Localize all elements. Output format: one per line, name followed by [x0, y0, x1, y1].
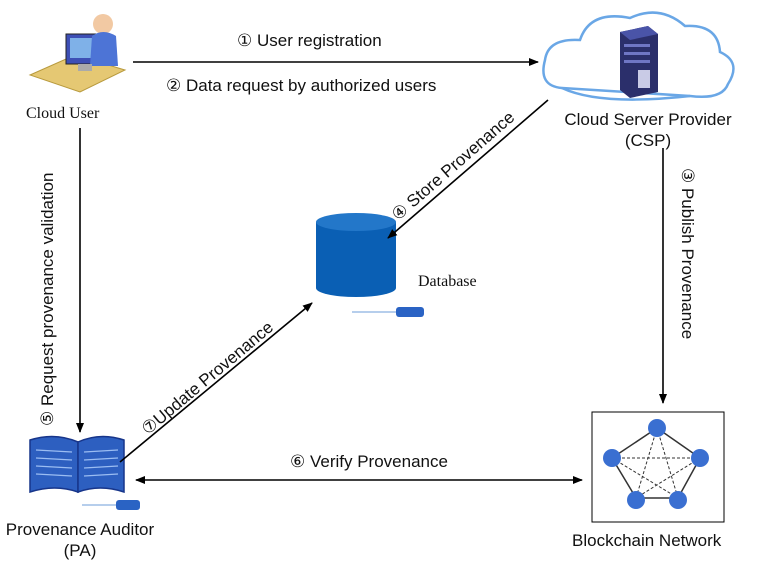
server-icon: [620, 26, 658, 98]
database-icon: [316, 213, 424, 317]
database-label: Database: [418, 273, 477, 290]
csp-label-line2: (CSP): [624, 131, 672, 150]
edge-label-publish-provenance: ③ Publish Provenance: [678, 168, 697, 340]
arrow-update-provenance: [119, 302, 313, 463]
edge-label-verify-provenance: ⑥ Verify Provenance: [290, 452, 448, 471]
cloud-user-label: Cloud User: [26, 105, 100, 122]
blockchain-label: Blockchain Network: [572, 531, 722, 550]
edge-label-user-registration: ① User registration: [237, 31, 382, 50]
blockchain-network-icon: [591, 411, 725, 523]
pa-label-line1: Provenance Auditor: [5, 520, 155, 539]
csp-cloud-icon: [542, 11, 735, 101]
arrow-store-provenance: [387, 99, 549, 239]
edge-label-request-validation: ⑤ Request provenance validation: [38, 172, 57, 426]
provenance-auditor-icon: [29, 435, 140, 510]
pa-label-line2: (PA): [63, 541, 97, 560]
cloud-user-icon: [28, 14, 127, 93]
csp-label-line1: Cloud Server Provider: [564, 110, 732, 129]
edge-label-data-request: ② Data request by authorized users: [166, 76, 437, 95]
